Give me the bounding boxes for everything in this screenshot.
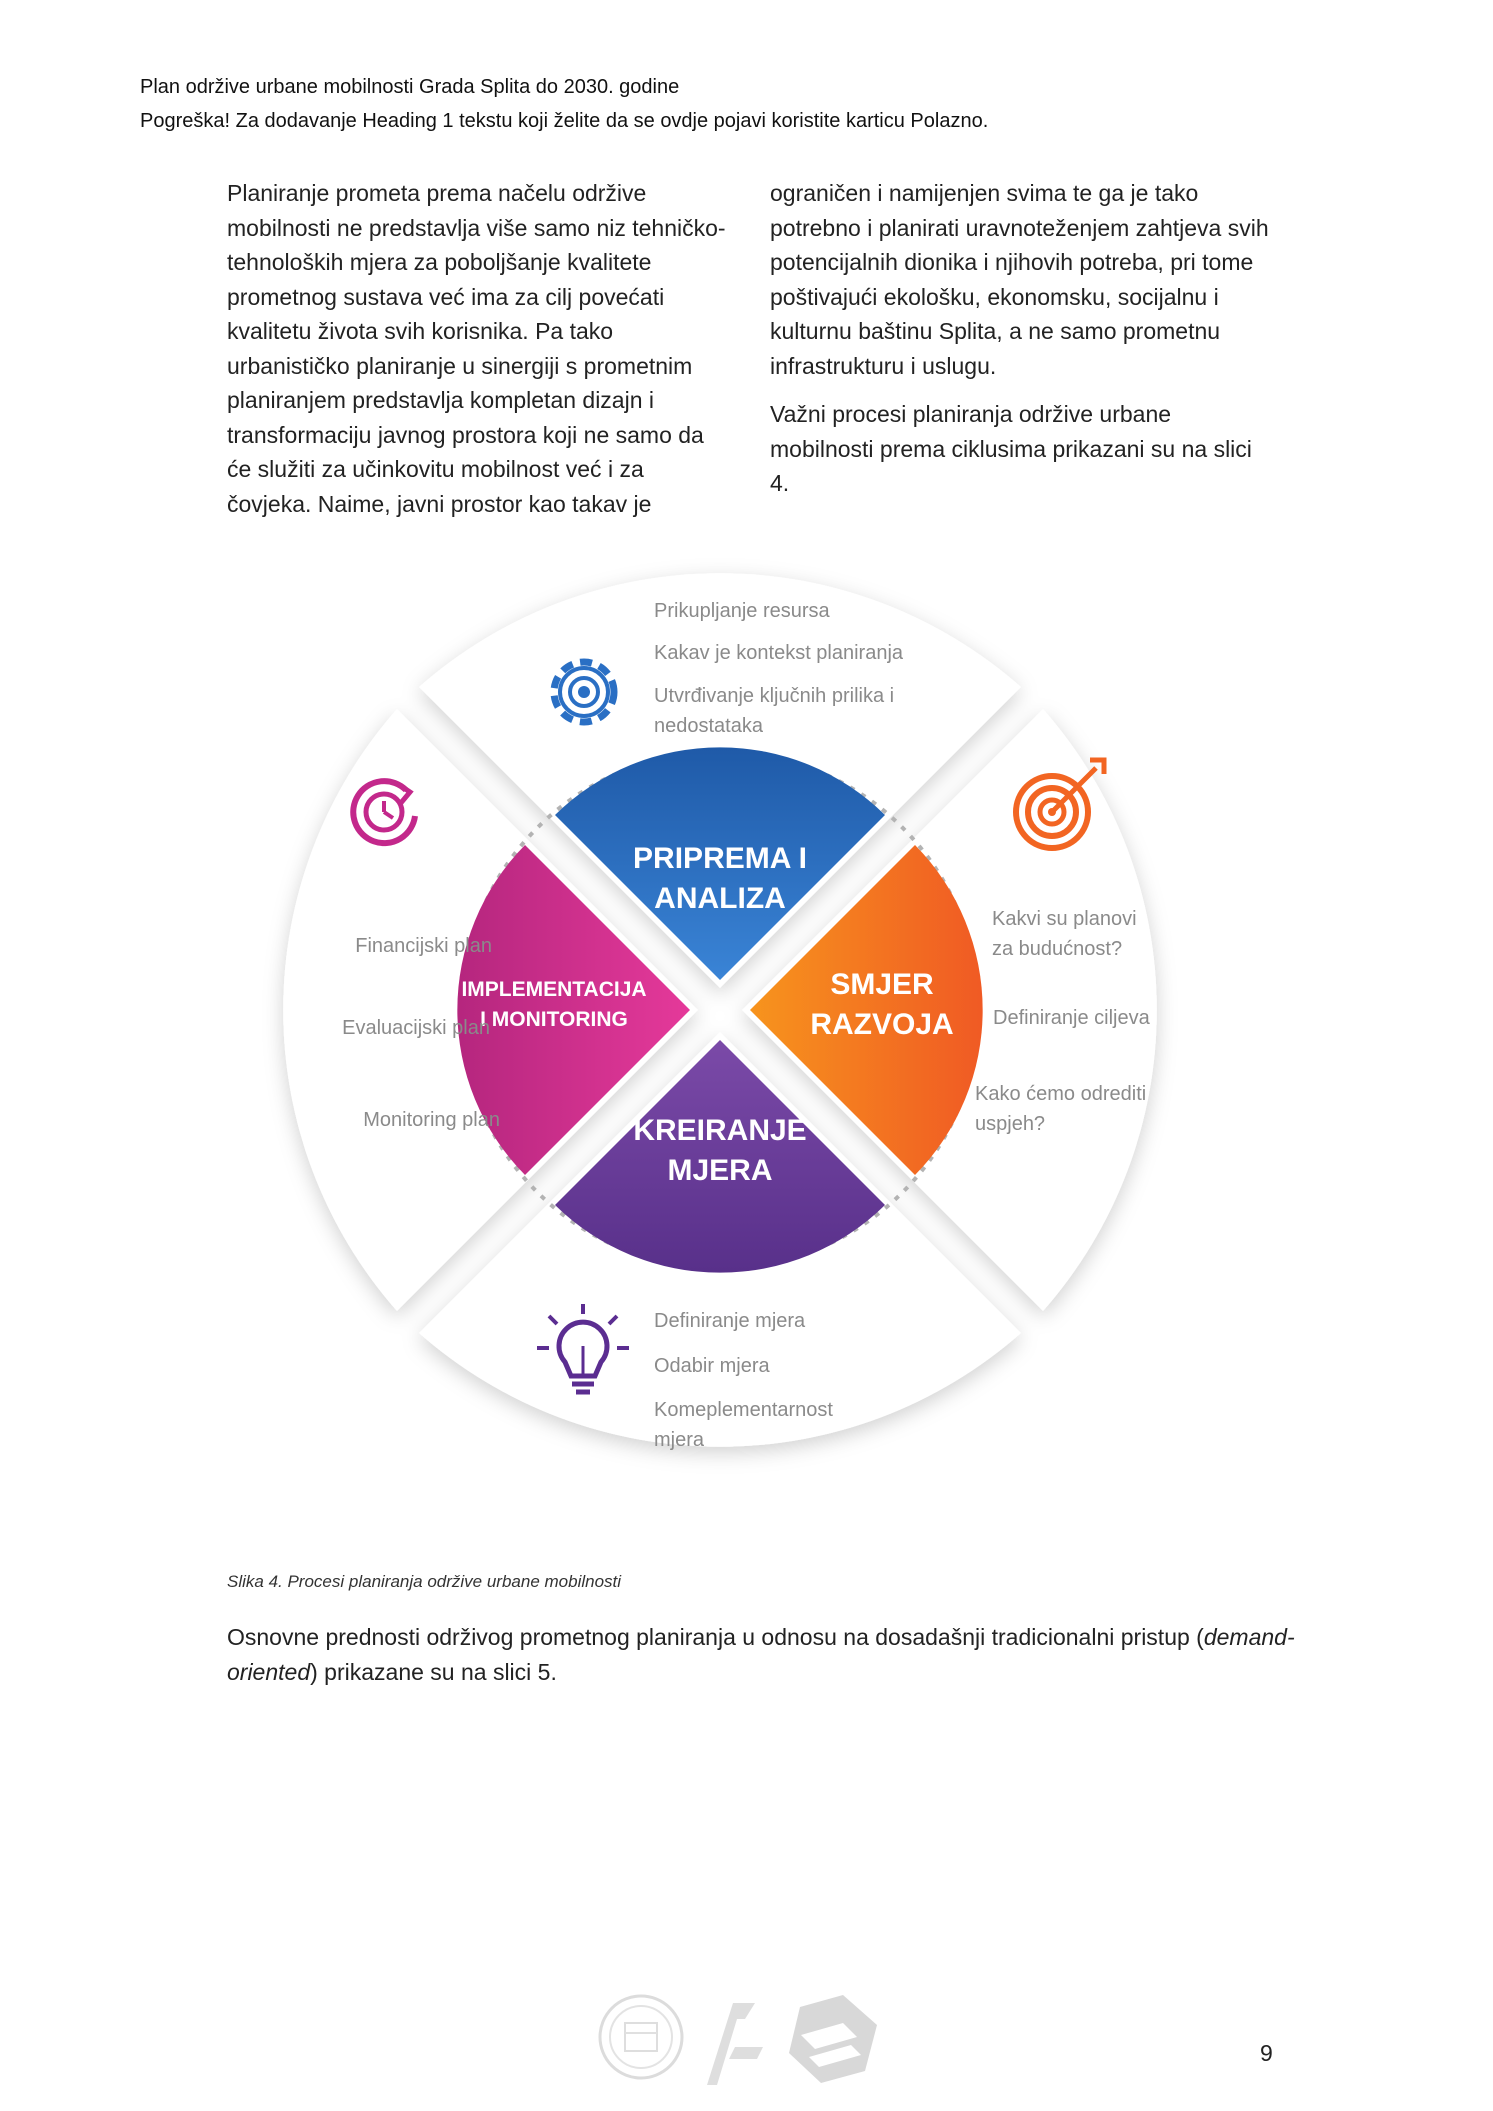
- label-priprema-2: ANALIZA: [654, 882, 786, 915]
- bottom-item-3: Komeplementarnost: [654, 1399, 833, 1421]
- label-kreiranje-1: KREIRANJE: [633, 1114, 806, 1147]
- label-implementacija-2: I MONITORING: [480, 1008, 628, 1031]
- segment-priprema: [555, 747, 885, 980]
- label-implementacija-1: IMPLEMENTACIJA: [461, 978, 646, 1001]
- bottom-item-1: Definiranje mjera: [654, 1310, 806, 1332]
- right-item-2: za budućnost?: [992, 938, 1122, 960]
- gear-icon: [550, 658, 618, 726]
- left-column: Planiranje prometa prema načelu održive …: [227, 176, 732, 535]
- left-paragraph: Planiranje prometa prema načelu održive …: [227, 180, 726, 517]
- top-item-2: Kakav je kontekst planiranja: [654, 642, 904, 664]
- target-icon: [1013, 757, 1107, 851]
- page-number: 9: [1260, 2040, 1273, 2066]
- left-item-2: Evaluacijski plan: [342, 1017, 490, 1039]
- bottom-paragraph-start: Osnovne prednosti održivog prometnog pla…: [227, 1624, 1204, 1650]
- hexagon-logo: [789, 1995, 877, 2083]
- right-paragraph-2: Važni procesi planiranja održive urbane …: [770, 401, 1252, 496]
- university-seal-logo: [598, 1994, 684, 2080]
- segment-kreiranje: [555, 1040, 885, 1273]
- header-error-line: Pogreška! Za dodavanje Heading 1 tekstu …: [140, 110, 989, 132]
- label-kreiranje-2: MJERA: [667, 1154, 772, 1187]
- segment-implementacija: [457, 845, 690, 1175]
- top-item-4: nedostataka: [654, 715, 764, 737]
- right-item-1: Kakvi su planovi: [992, 908, 1137, 930]
- segment-smjer: [750, 845, 983, 1175]
- bottom-paragraph: Osnovne prednosti održivog prometnog pla…: [227, 1620, 1307, 1689]
- right-paragraph-1: ograničen i namijenjen svima te ga je ta…: [770, 180, 1269, 379]
- clock-cycle-icon: [350, 778, 418, 847]
- right-item-4: Kako ćemo odrediti: [975, 1083, 1146, 1105]
- bottom-item-2: Odabir mjera: [654, 1355, 770, 1377]
- faculty-logo: [707, 2003, 763, 2085]
- right-column: ograničen i namijenjen svima te ga je ta…: [770, 176, 1275, 515]
- figure-caption: Slika 4. Procesi planiranja održive urba…: [227, 1572, 622, 1591]
- right-item-3: Definiranje ciljeva: [993, 1007, 1151, 1029]
- planning-cycle-diagram: PRIPREMA I ANALIZA SMJER RAZVOJA KREIRAN…: [283, 573, 1157, 1451]
- top-item-3: Utvrđivanje ključnih prilika i: [654, 685, 894, 707]
- bottom-paragraph-end: ) prikazane su na slici 5.: [310, 1658, 557, 1685]
- left-item-1: Financijski plan: [355, 935, 492, 957]
- page-header: Plan održive urbane mobilnosti Grada Spl…: [140, 70, 1390, 138]
- left-item-3: Monitoring plan: [363, 1109, 500, 1131]
- top-item-1: Prikupljanje resursa: [654, 600, 831, 622]
- right-item-5: uspjeh?: [975, 1113, 1045, 1135]
- bottom-item-4: mjera: [654, 1429, 705, 1451]
- header-title: Plan održive urbane mobilnosti Grada Spl…: [140, 76, 680, 98]
- label-smjer-2: RAZVOJA: [810, 1008, 953, 1041]
- footer-logos: [598, 1994, 877, 2085]
- label-priprema-1: PRIPREMA I: [633, 842, 807, 875]
- lightbulb-icon: [537, 1304, 629, 1395]
- bottom-paragraph-italic: demand-oriented: [227, 1624, 1295, 1685]
- label-smjer-1: SMJER: [830, 968, 934, 1001]
